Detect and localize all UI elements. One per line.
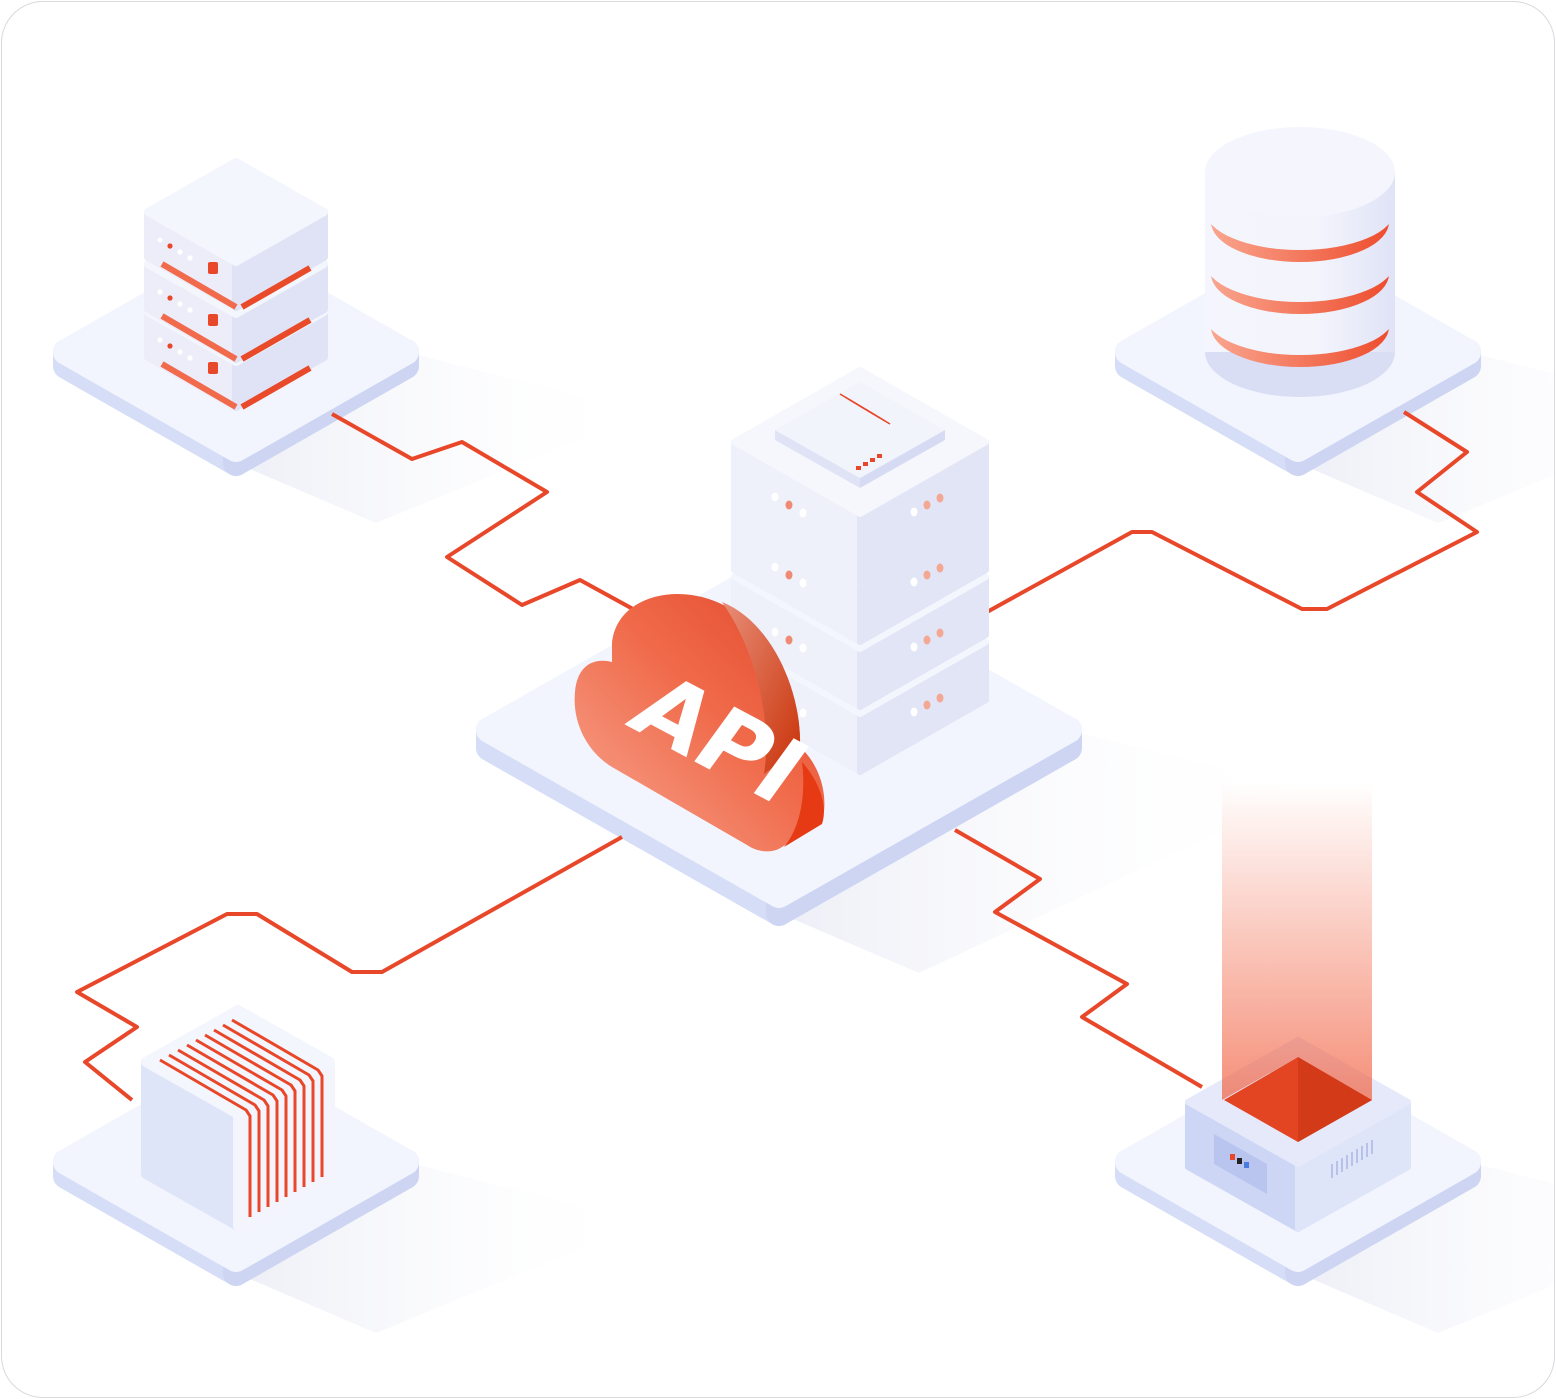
status-led <box>799 578 807 588</box>
status-led <box>167 295 173 301</box>
status-led <box>923 500 931 510</box>
status-led <box>910 642 918 652</box>
rack-unit-1 <box>144 158 328 311</box>
status-led <box>177 349 183 355</box>
status-led <box>771 627 779 637</box>
status-led <box>799 708 807 718</box>
stack-unit-1 <box>731 367 989 587</box>
hardware-box <box>1185 782 1411 1232</box>
storage-stripe <box>186 1043 279 1202</box>
storage-stripe <box>159 1058 252 1217</box>
platform-bottom-right-shadow <box>1298 1162 1554 1333</box>
status-led <box>923 635 931 645</box>
status-led <box>923 570 931 580</box>
platform-top-left-shadow <box>236 352 646 523</box>
port-indicator <box>1230 1154 1235 1160</box>
rack-unit-3-accent-right <box>240 365 312 410</box>
rack-unit-3-accent <box>160 361 238 410</box>
storage-stripe <box>213 1028 306 1187</box>
indicator-light <box>870 458 875 462</box>
cloud-shade <box>722 602 801 774</box>
connector-lines <box>75 410 1479 1102</box>
indicator-light <box>877 454 882 458</box>
rack-unit-1-accent <box>160 261 238 310</box>
storage-block <box>141 1005 335 1231</box>
status-led <box>799 508 807 518</box>
database <box>1205 127 1395 397</box>
status-led <box>785 635 793 645</box>
status-led <box>771 562 779 572</box>
status-led <box>785 500 793 510</box>
light-beam <box>1222 782 1372 1100</box>
stack-top-panel <box>775 382 945 488</box>
vent-line <box>859 405 891 425</box>
hardware-core-shade <box>1298 1057 1372 1142</box>
status-led <box>157 289 163 295</box>
storage-stripe <box>204 1033 297 1192</box>
status-led <box>936 563 944 573</box>
storage-stripe <box>195 1038 288 1197</box>
storage-stripe <box>222 1023 315 1182</box>
platform-bottom-left-shadow <box>236 1162 646 1333</box>
status-led <box>771 492 779 502</box>
status-led <box>785 570 793 580</box>
connector-line-2 <box>986 410 1479 614</box>
database-top <box>1205 127 1395 217</box>
indicator-light <box>856 466 861 470</box>
port-icon <box>208 314 218 326</box>
status-led <box>157 337 163 343</box>
storage-stripe <box>231 1018 324 1177</box>
port-indicator <box>1244 1162 1249 1168</box>
status-led <box>799 643 807 653</box>
connector-line-4 <box>954 828 1204 1089</box>
status-led <box>910 507 918 517</box>
status-led <box>187 255 193 261</box>
status-led <box>923 700 931 710</box>
platform-center-shadow <box>779 730 1309 973</box>
stack-top-panel-right-face <box>860 430 945 488</box>
storage-block-top-face <box>141 1005 335 1119</box>
status-led <box>910 577 918 587</box>
status-led <box>157 237 163 243</box>
stack-top-panel-top-face <box>775 382 945 478</box>
status-led <box>936 628 944 638</box>
port-icon <box>208 262 218 274</box>
storage-stripe <box>168 1053 261 1212</box>
stack-top-panel-left-face <box>775 430 860 488</box>
rack-unit-2-accent <box>160 313 238 362</box>
status-led <box>177 249 183 255</box>
rack-unit-1-accent-right <box>240 265 312 310</box>
port-indicator <box>1237 1158 1242 1164</box>
status-led <box>167 243 173 249</box>
status-led <box>187 355 193 361</box>
connector-line-1 <box>331 412 643 616</box>
status-led <box>167 343 173 349</box>
connector-line-3 <box>75 835 623 1102</box>
status-led <box>936 693 944 703</box>
status-led <box>910 707 918 717</box>
rack-unit-1-top-face <box>144 158 328 266</box>
platform-shadows <box>236 352 1554 1333</box>
platform-top-right-shadow <box>1298 352 1554 523</box>
status-led <box>177 301 183 307</box>
status-led <box>936 493 944 503</box>
storage-stripe <box>177 1048 270 1207</box>
port-icon <box>208 362 218 374</box>
indicator-light <box>863 462 868 466</box>
devices <box>141 127 1411 1232</box>
rack-unit-2-accent-right <box>240 317 312 362</box>
cloud-shade-lower <box>784 762 824 847</box>
status-led <box>187 307 193 313</box>
